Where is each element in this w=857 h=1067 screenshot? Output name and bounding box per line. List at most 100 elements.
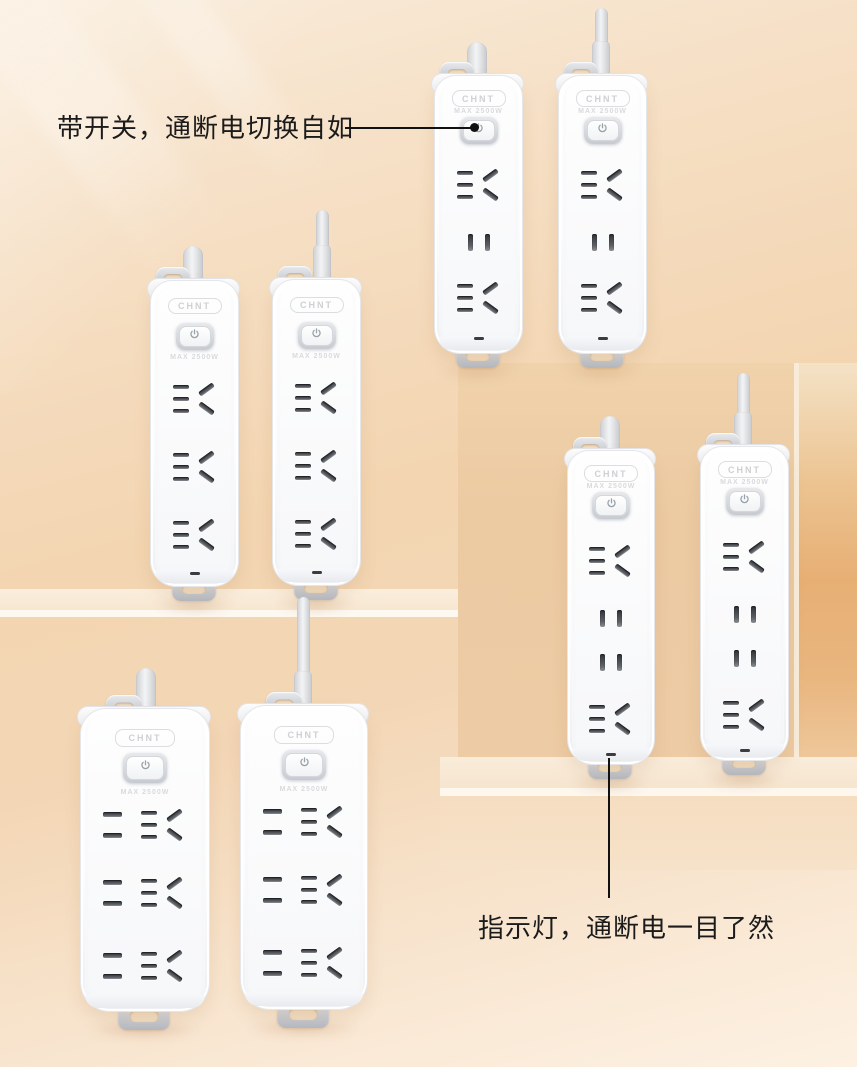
socket-2pin: [263, 809, 283, 835]
socket-slot: [141, 976, 157, 980]
socket-slot: [103, 880, 122, 885]
top-right-power-cord: [594, 8, 608, 49]
right-right-power-button: [725, 488, 764, 515]
socket-slot: [326, 824, 343, 839]
socket-slot: [103, 833, 122, 838]
indicator-callout-text: 指示灯，通断电一目了然: [478, 913, 776, 943]
bg-left-step-surface: [0, 589, 458, 610]
socket-slot: [197, 469, 215, 484]
socket-slot: [294, 396, 311, 400]
socket-5hole: [722, 540, 767, 574]
socket-slot: [172, 385, 189, 389]
socket-slot: [166, 827, 183, 842]
socket-slot: [294, 532, 311, 536]
power-button-face: [126, 756, 164, 780]
mid-right-indicator-light: [311, 571, 322, 574]
socket-slot: [600, 654, 605, 671]
right-right-indicator-light: [739, 749, 750, 752]
top-left-power-button: [459, 117, 498, 144]
socket-2pin: [103, 812, 123, 838]
socket-5hole: [301, 873, 345, 907]
socket-slot: [197, 450, 215, 465]
switch-callout-line: [345, 127, 472, 129]
socket-slot: [733, 606, 739, 623]
socket-slot: [722, 543, 739, 547]
brand-logo: CHNT: [115, 729, 175, 747]
socket-slot: [605, 300, 623, 315]
socket-5hole: [456, 281, 501, 315]
bottom-right-base: [245, 993, 363, 1006]
bg-left-step-edge-highlight: [0, 610, 458, 617]
power-icon: [738, 493, 751, 511]
socket-slot: [301, 876, 317, 880]
right-left-indicator-light: [606, 753, 616, 756]
switch-callout-dot: [470, 123, 479, 132]
socket-5hole: [294, 517, 339, 551]
socket-slot: [172, 409, 189, 413]
socket-slot: [172, 521, 189, 525]
socket-2pin: [263, 950, 283, 976]
brand-logo: CHNT: [451, 90, 506, 107]
socket-5hole: [141, 876, 185, 910]
socket-slot: [722, 567, 739, 571]
socket-slot: [263, 950, 282, 955]
socket-slot: [319, 536, 337, 551]
socket-slot: [481, 187, 499, 202]
socket-5hole: [172, 450, 217, 484]
power-icon: [310, 327, 323, 345]
top-right-indicator-light: [597, 337, 608, 340]
socket-slot: [166, 968, 183, 983]
socket-5hole: [294, 449, 339, 483]
brand-logo: CHNT: [584, 465, 638, 482]
bg-orange-side-panel: [799, 363, 857, 757]
socket-5hole: [301, 805, 345, 839]
socket-slot: [605, 281, 623, 296]
socket-slot: [589, 717, 605, 721]
socket-5hole: [589, 544, 633, 578]
socket-5hole: [722, 698, 767, 732]
power-button-face: [586, 120, 619, 141]
hang-hole: [589, 350, 614, 362]
socket-slot: [263, 898, 282, 903]
power-button-face: [178, 326, 211, 347]
socket-slot: [456, 195, 473, 199]
socket-slot: [301, 900, 317, 904]
socket-5hole: [141, 949, 185, 983]
socket-slot: [722, 713, 739, 717]
indicator-callout-line: [608, 758, 610, 898]
max-power-label: MAX 2500W: [279, 786, 329, 793]
socket-slot: [294, 464, 311, 468]
socket-slot: [589, 547, 605, 551]
socket-slot: [747, 717, 765, 732]
socket-slot: [172, 465, 189, 469]
socket-slot: [580, 171, 597, 175]
mid-left-power-button: [175, 323, 214, 350]
socket-slot: [103, 901, 122, 906]
hang-hole: [731, 757, 756, 769]
socket-slot: [750, 650, 756, 667]
socket-5hole: [141, 808, 185, 842]
socket-slot: [600, 610, 605, 627]
socket-2pin: [103, 953, 123, 979]
socket-slot: [319, 468, 337, 483]
socket-slot: [747, 698, 765, 713]
socket-2pin: [263, 877, 283, 903]
socket-slot: [263, 809, 282, 814]
socket-slot: [326, 805, 343, 820]
socket-slot: [580, 296, 597, 300]
socket-slot: [722, 725, 739, 729]
socket-5hole: [580, 281, 625, 315]
socket-2pin: [103, 880, 123, 906]
socket-slot: [197, 537, 215, 552]
power-button-face: [595, 495, 627, 516]
max-power-label: MAX 2500W: [586, 483, 636, 490]
socket-5hole: [294, 381, 339, 415]
socket-slot: [166, 808, 183, 823]
bottom-left-base: [85, 995, 205, 1008]
socket-5hole: [172, 382, 217, 416]
bg-panel-separator-line: [794, 363, 799, 757]
brand-logo: CHNT: [717, 461, 772, 478]
